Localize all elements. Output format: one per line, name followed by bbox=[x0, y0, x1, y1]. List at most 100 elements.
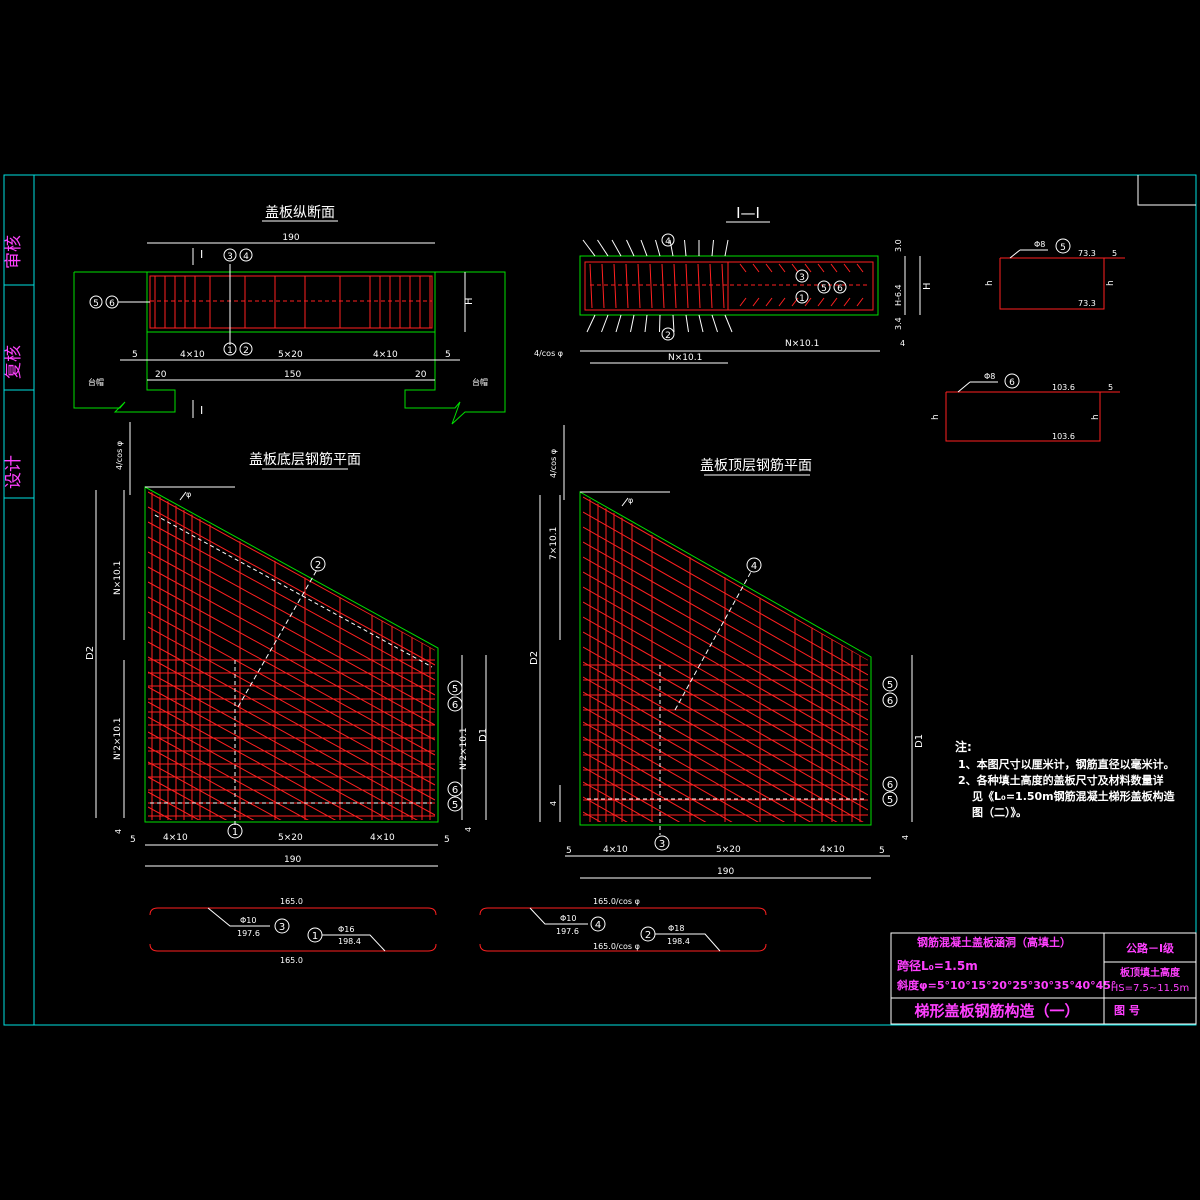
bar-right-bot-len: 165.0/cos φ bbox=[593, 942, 640, 951]
title-block: 钢筋混凝土盖板涵洞（高填土） 跨径L₀=1.5m 斜度φ=5°10°15°20°… bbox=[890, 932, 1197, 1025]
rebar-skew bbox=[583, 706, 868, 822]
rebar-bar bbox=[752, 297, 760, 307]
tag-long-1: 1 bbox=[227, 346, 233, 356]
leader-line bbox=[626, 239, 635, 257]
bottom-tag-2: 2 bbox=[315, 560, 321, 571]
rebar-skew bbox=[148, 791, 435, 820]
bottom-dim-5-right: 5 bbox=[444, 835, 450, 845]
tb-span: 跨径L₀=1.5m bbox=[897, 958, 978, 973]
bar4-tag: 4 bbox=[595, 920, 601, 931]
top-tag-6b: 6 bbox=[887, 780, 893, 791]
tag-cross-2: 2 bbox=[665, 331, 671, 341]
dim-cross-Nx101-right: N×10.1 bbox=[785, 339, 819, 349]
dim-long-4x10-right: 4×10 bbox=[373, 350, 398, 360]
bar5-bottom: 73.3 bbox=[1078, 299, 1096, 308]
abutment-right: 台帽 bbox=[472, 377, 488, 387]
rebar-bar bbox=[817, 263, 825, 273]
rebar-bar bbox=[804, 297, 812, 307]
leader-line bbox=[597, 239, 609, 257]
rebar-bar bbox=[673, 263, 677, 309]
bar6-h-right: h bbox=[1091, 414, 1101, 420]
rebar-skew bbox=[583, 496, 868, 661]
cut-mark-top: I bbox=[200, 248, 203, 261]
bar-shapes-left: 165.0 165.0 Φ10 197.6 3 1 Φ16 198.4 bbox=[149, 897, 437, 965]
cross-section-title: I—I bbox=[736, 204, 760, 222]
tag-cross-3: 3 bbox=[799, 273, 805, 283]
rebar-skew bbox=[148, 671, 435, 820]
notes-line1: 1、本图尺寸以厘米计，钢筋直径以毫米计。 bbox=[958, 757, 1175, 771]
top-dim-4x10-right: 4×10 bbox=[820, 845, 845, 855]
cut-mark-bottom: I bbox=[200, 404, 203, 417]
tag-long-6: 6 bbox=[109, 299, 115, 309]
rebar-bar bbox=[791, 297, 799, 307]
bar5-h-right: h bbox=[1106, 280, 1116, 286]
notes-line2a: 2、各种填土高度的盖板尺寸及材料数量详 bbox=[958, 773, 1164, 787]
rebar-bar bbox=[625, 263, 629, 309]
bar5-top: 73.3 bbox=[1078, 249, 1096, 258]
rebar-bar bbox=[589, 263, 593, 309]
top-dim-4-right: 4 bbox=[901, 835, 910, 840]
bottom-dim-N2x101-right: N'2×10.1 bbox=[459, 727, 469, 770]
stamp-review: 审核 bbox=[4, 235, 24, 269]
rebar-skew bbox=[583, 586, 868, 751]
bottom-tag-1: 1 bbox=[232, 827, 238, 838]
notes: 注: 1、本图尺寸以厘米计，钢筋直径以毫米计。 2、各种填土高度的盖板尺寸及材料… bbox=[955, 739, 1176, 819]
leader-line bbox=[711, 314, 718, 333]
bar5-dia: Φ8 bbox=[1034, 240, 1045, 249]
rebar-bar bbox=[739, 263, 747, 273]
bar6-detail: Φ8 6 103.6 103.6 5 h h bbox=[931, 372, 1120, 442]
rebar-bar bbox=[804, 263, 812, 273]
rebar-skew bbox=[583, 661, 868, 822]
tag-long-3: 3 bbox=[227, 252, 233, 262]
tag-cross-5: 5 bbox=[821, 284, 827, 294]
dim-cross-34: 3.4 bbox=[894, 317, 903, 330]
dim-long-20-left: 20 bbox=[155, 370, 167, 380]
dim-long-5-right: 5 bbox=[445, 350, 451, 360]
rebar-skew bbox=[148, 506, 435, 666]
bar-left-bot-len: 165.0 bbox=[280, 956, 303, 965]
dim-cross-H64: H-6.4 bbox=[894, 284, 903, 306]
bottom-dim-190: 190 bbox=[284, 855, 301, 865]
bar6-tag: 6 bbox=[1009, 378, 1015, 388]
top-dim-4x10-left: 4×10 bbox=[603, 845, 628, 855]
bar-right-top-len: 165.0/cos φ bbox=[593, 897, 640, 906]
rebar-skew bbox=[583, 691, 868, 822]
bottom-plan-outline bbox=[144, 486, 439, 823]
top-dim-7x101: 7×10.1 bbox=[549, 527, 559, 560]
bar3-tag: 3 bbox=[279, 922, 285, 933]
bottom-dim-4-left: 4 bbox=[114, 829, 123, 834]
rebar-skew bbox=[148, 731, 435, 820]
top-dim-190: 190 bbox=[717, 867, 734, 877]
stamp-recheck: 复核 bbox=[4, 345, 24, 379]
bottom-dim-4-right: 4 bbox=[464, 827, 473, 832]
bar1-dia: Φ16 bbox=[338, 925, 354, 934]
rebar-skew bbox=[148, 536, 435, 696]
leader-line bbox=[685, 314, 689, 333]
rebar-skew bbox=[583, 556, 868, 721]
rebar-bar bbox=[601, 263, 605, 309]
rebar-bar bbox=[739, 297, 747, 307]
top-plan-outline bbox=[579, 491, 872, 826]
bottom-plan: 盖板底层钢筋平面 φ 4/cos φ N×10.1 N'2×10.1 D2 4 … bbox=[85, 422, 489, 867]
bottom-dim-4x10-left: 4×10 bbox=[163, 833, 188, 843]
rebar-bar bbox=[778, 297, 786, 307]
dim-cross-4: 4 bbox=[900, 339, 905, 348]
tag-cross-6: 6 bbox=[837, 284, 843, 294]
top-dim-5-right: 5 bbox=[879, 846, 885, 856]
stamp-design: 设计 bbox=[4, 455, 24, 489]
rebar-skew bbox=[148, 626, 435, 786]
bar6-bottom: 103.6 bbox=[1052, 432, 1075, 441]
rebar-bar bbox=[856, 297, 864, 307]
tag-cross-1: 1 bbox=[799, 294, 805, 304]
rebar-skew bbox=[148, 551, 435, 711]
bar6-h-left: h bbox=[931, 414, 941, 420]
bottom-dim-D1: D1 bbox=[478, 728, 489, 742]
top-dim-4cos: 4/cos φ bbox=[549, 449, 558, 478]
top-plan: 盖板顶层钢筋平面 φ 4/cos φ 7×10.1 D2 4 D1 4 5 4×… bbox=[529, 425, 925, 879]
notes-heading: 注: bbox=[955, 739, 972, 754]
bar6-end: 5 bbox=[1108, 383, 1113, 392]
dim-cross-Nx101-left: N×10.1 bbox=[668, 353, 702, 363]
bottom-dim-5x20: 5×20 bbox=[278, 833, 303, 843]
tb-road-class: 公路－I级 bbox=[1126, 941, 1175, 955]
